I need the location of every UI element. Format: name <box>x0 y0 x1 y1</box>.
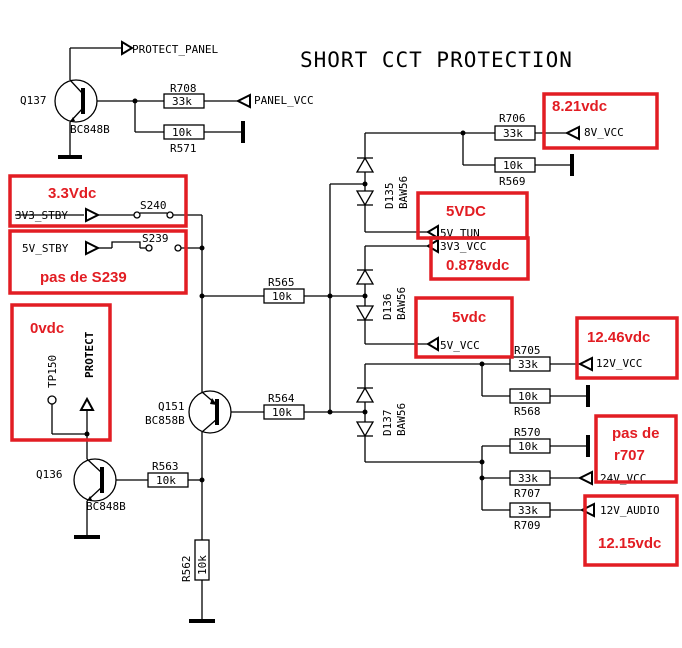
d136-diode <box>355 268 375 322</box>
annotation-5v-stby: pas de S239 <box>8 229 188 295</box>
d137-type: BAW56 <box>395 403 408 436</box>
v12-port-icon <box>577 356 593 372</box>
v12-audio-label: 12V_AUDIO <box>600 504 660 517</box>
v3v3-vcc-label: 3V3_VCC <box>440 240 486 253</box>
v8-port-icon <box>564 125 580 141</box>
annotation-12v: 12.46vdc <box>575 316 679 380</box>
q151-type: BC858B <box>145 414 185 427</box>
annotation-12v-text: 12.46vdc <box>587 329 650 346</box>
d137-ref: D137 <box>381 410 394 437</box>
annotation-12v-audio-text: 12.15vdc <box>598 535 661 552</box>
annotation-protect: 0vdc <box>10 303 112 442</box>
r706-ref: R706 <box>499 112 526 125</box>
d135-diode <box>355 156 375 207</box>
r569-value: 10k <box>503 159 523 172</box>
v12-audio-port-icon <box>579 502 595 518</box>
d135-type: BAW56 <box>397 176 410 209</box>
d136-type: BAW56 <box>395 287 408 320</box>
annotation-12v-audio: 12.15vdc <box>583 494 679 567</box>
v5-stby-label: 5V_STBY <box>22 242 69 255</box>
s239-ref: S239 <box>142 232 169 245</box>
v24-port-icon <box>577 470 593 486</box>
annotation-3v3-stby-text: 3.3Vdc <box>48 185 96 202</box>
r705-ref: R705 <box>514 344 541 357</box>
q137-type: BC848B <box>70 123 110 136</box>
protect-panel-port-icon <box>121 40 134 56</box>
v3v3-stby-port-icon <box>85 207 101 223</box>
protect-panel-label: PROTECT_PANEL <box>132 43 218 56</box>
s240-ref: S240 <box>140 199 167 212</box>
r709-ref: R709 <box>514 519 541 532</box>
r571-value: 10k <box>172 126 192 139</box>
r563-value: 10k <box>156 474 176 487</box>
v5-vcc-port-icon <box>426 336 439 352</box>
annotation-r707-text-2: r707 <box>614 447 645 464</box>
r564-ref: R564 <box>268 392 295 405</box>
r562-ref: R562 <box>180 556 193 583</box>
annotation-3v3-stby: 3.3Vdc <box>8 174 188 228</box>
d137-diode <box>355 386 375 438</box>
v3v3-stby-label: 3V3_STBY <box>15 209 68 222</box>
schematic-title: SHORT CCT PROTECTION <box>300 48 573 72</box>
v5-vcc-label: 5V_VCC <box>440 339 480 352</box>
r569-ref: R569 <box>499 175 526 188</box>
annotation-s239-text: pas de S239 <box>40 269 127 286</box>
q137-ref: Q137 <box>20 94 47 107</box>
d135-ref: D135 <box>383 183 396 210</box>
r565-value: 10k <box>272 290 292 303</box>
s240-switch <box>133 211 141 219</box>
r563-ref: R563 <box>152 460 179 473</box>
v3v3-vcc-port-icon <box>426 238 439 254</box>
r708-ref: R708 <box>170 82 197 95</box>
d136-ref: D136 <box>381 294 394 321</box>
annotation-8v: 8.21vdc <box>542 92 659 150</box>
protect-port-icon <box>79 396 95 411</box>
r570-value: 10k <box>518 440 538 453</box>
annotation-r707: pas de r707 <box>594 414 678 484</box>
r707-ref: R707 <box>514 487 541 500</box>
r568-ref: R568 <box>514 405 541 418</box>
q136-transistor <box>73 458 117 502</box>
v12-label: 12V_VCC <box>596 357 642 370</box>
q151-transistor <box>188 390 232 434</box>
r709-value: 33k <box>518 504 538 517</box>
r571-ref: R571 <box>170 142 197 155</box>
annotation-3v3-vcc: 0.878vdc <box>429 236 530 281</box>
panel-vcc-port-icon <box>235 93 251 109</box>
annotation-5v-tun-text: 5VDC <box>446 203 486 220</box>
r565-ref: R565 <box>268 276 295 289</box>
annotation-8v-text: 8.21vdc <box>552 98 607 115</box>
r705-value: 33k <box>518 358 538 371</box>
panel-vcc-label: PANEL_VCC <box>254 94 314 107</box>
q136-type: BC848B <box>86 500 126 513</box>
q151-ref: Q151 <box>158 400 185 413</box>
tp150-testpoint <box>47 395 57 405</box>
v5-tun-port-icon <box>426 224 439 240</box>
v5-stby-port-icon <box>85 240 101 256</box>
annotation-5v-vcc-text: 5vdc <box>452 309 486 326</box>
r564-value: 10k <box>272 406 292 419</box>
r562-value: 10k <box>196 555 209 575</box>
annotation-3v3-vcc-text: 0.878vdc <box>446 257 509 274</box>
annotation-protect-text: 0vdc <box>30 320 64 337</box>
q137-transistor <box>54 79 98 123</box>
s239-switch <box>145 244 153 252</box>
r570-ref: R570 <box>514 426 541 439</box>
v8-label: 8V_VCC <box>584 126 624 139</box>
annotation-5v-vcc: 5vdc <box>414 296 514 359</box>
r708-value: 33k <box>172 95 192 108</box>
q136-ref: Q136 <box>36 468 63 481</box>
protect-label: PROTECT <box>83 331 96 378</box>
r706-value: 33k <box>503 127 523 140</box>
r707-value: 33k <box>518 472 538 485</box>
annotation-r707-text-1: pas de <box>612 425 660 442</box>
tp150-ref: TP150 <box>46 355 59 388</box>
r568-value: 10k <box>518 390 538 403</box>
